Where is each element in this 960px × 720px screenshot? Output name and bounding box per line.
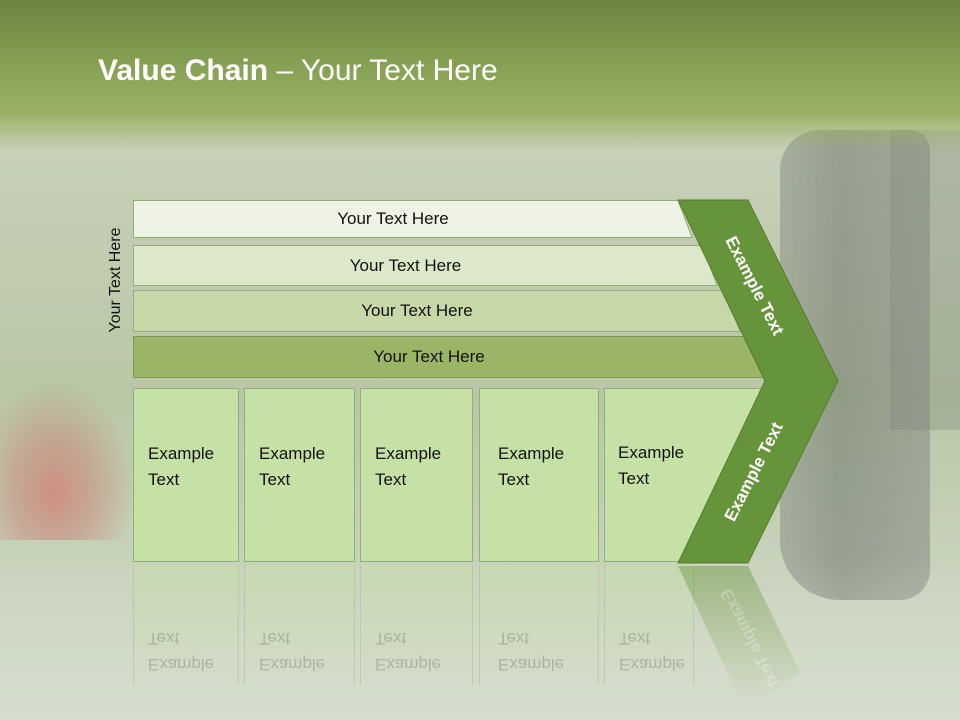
bar-4[interactable]: Your Text Here <box>133 336 765 378</box>
bar-3[interactable]: Your Text Here <box>133 290 741 332</box>
bar-2-label: Your Text Here <box>349 255 462 275</box>
box-2-reflection-line1: Example <box>259 655 326 674</box>
box-4-line2: Text <box>498 470 530 489</box>
box-2-line2: Text <box>259 470 291 489</box>
tree-image <box>890 130 960 430</box>
bar-2[interactable]: Your Text Here <box>133 245 718 286</box>
box-1-line2: Text <box>148 470 180 489</box>
box-5-line1: Example <box>618 443 685 462</box>
side-label[interactable]: Your Text Here <box>98 180 134 380</box>
title-band <box>0 0 960 150</box>
box-3-line2: Text <box>375 470 407 489</box>
slide-title-rest: – Your Text Here <box>268 54 498 87</box>
box-1-reflection: Example Text <box>133 565 239 685</box>
box-1-reflection-line1: Example <box>148 655 215 674</box>
bar-4-label: Your Text Here <box>373 347 485 366</box>
box-3-reflection: Example Text <box>360 565 473 685</box>
box-4-reflection-line2: Text <box>498 629 530 648</box>
box-4-reflection-line1: Example <box>498 655 565 674</box>
slide-title-bold: Value Chain <box>98 54 269 87</box>
box-1-reflection-line2: Text <box>148 629 180 648</box>
box-5-reflection: Example Text <box>604 565 694 685</box>
box-2-line1: Example <box>259 444 326 463</box>
box-3-reflection-line2: Text <box>375 629 407 648</box>
box-1-line1: Example <box>148 444 215 463</box>
bar-1[interactable]: Your Text Here <box>133 200 693 238</box>
slide-title[interactable]: Value Chain – Your Text Here <box>98 54 498 88</box>
box-5-line2: Text <box>618 469 650 488</box>
box-3-line1: Example <box>375 444 442 463</box>
box-4-reflection: Example Text <box>479 565 599 685</box>
bar-3-label: Your Text Here <box>361 301 473 320</box>
box-2-reflection: Example Text <box>244 565 355 685</box>
person-image <box>0 380 135 540</box>
box-3-reflection-line1: Example <box>375 655 442 674</box>
bottom-fade <box>0 560 960 720</box>
box-5-reflection-line2: Text <box>619 629 651 648</box>
side-label-text: Your Text Here <box>107 227 124 333</box>
box-2-reflection-line2: Text <box>259 629 291 648</box>
box-4-line1: Example <box>498 444 565 463</box>
box-5-reflection-line1: Example <box>619 655 686 674</box>
bar-1-label: Your Text Here <box>337 209 449 228</box>
